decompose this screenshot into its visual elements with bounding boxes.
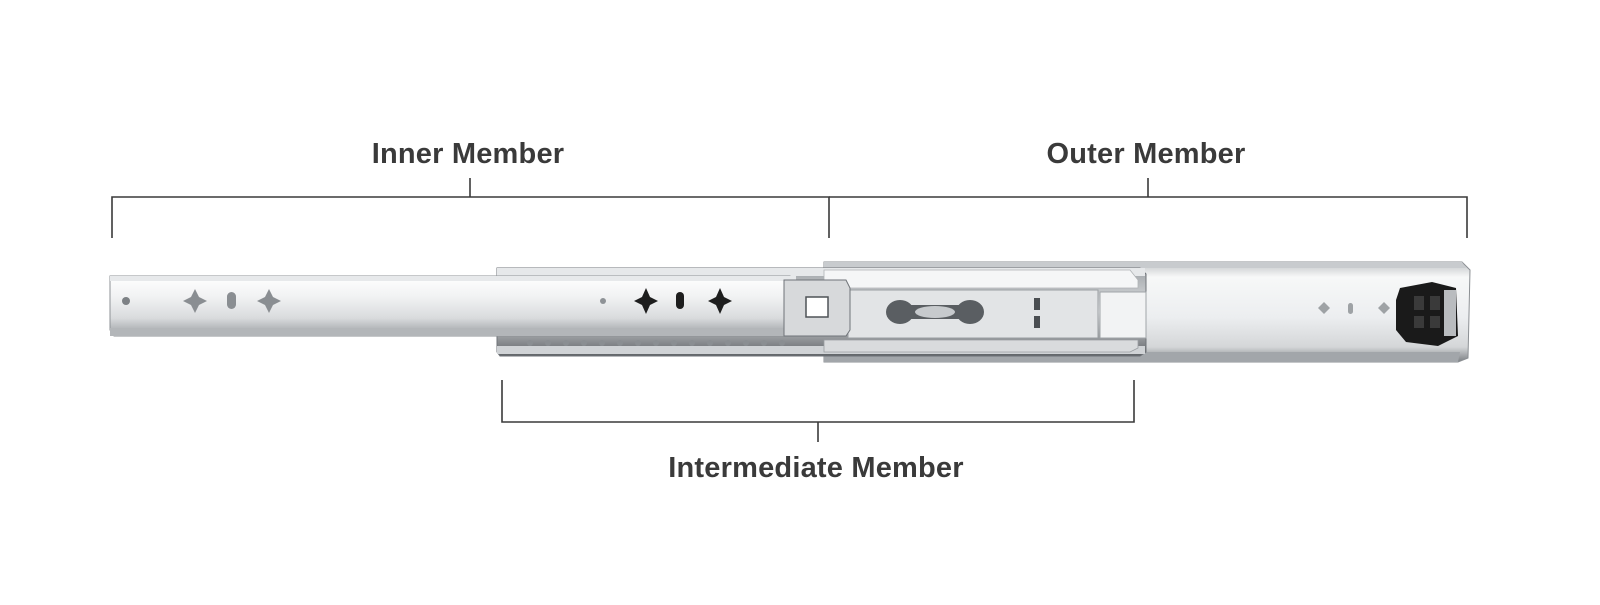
inner-member-bracket: [111, 178, 830, 238]
ball-bearings-bottom: [527, 340, 785, 346]
outer-member-label: Outer Member: [1046, 138, 1246, 170]
inner-mount-holes-left: [122, 289, 281, 313]
outer-mount-holes: [1318, 302, 1390, 314]
inner-member-rail: [109, 275, 851, 337]
inner-mount-holes-right: [600, 288, 732, 314]
outer-end-latch: [1396, 282, 1458, 346]
inner-end-clip: [783, 279, 851, 337]
outer-member-bracket: [829, 178, 1468, 238]
intermediate-slot: [886, 300, 984, 324]
intermediate-member-label: Intermediate Member: [668, 452, 964, 484]
inner-member-label: Inner Member: [371, 138, 565, 170]
intermediate-member-bracket: [501, 380, 1135, 442]
